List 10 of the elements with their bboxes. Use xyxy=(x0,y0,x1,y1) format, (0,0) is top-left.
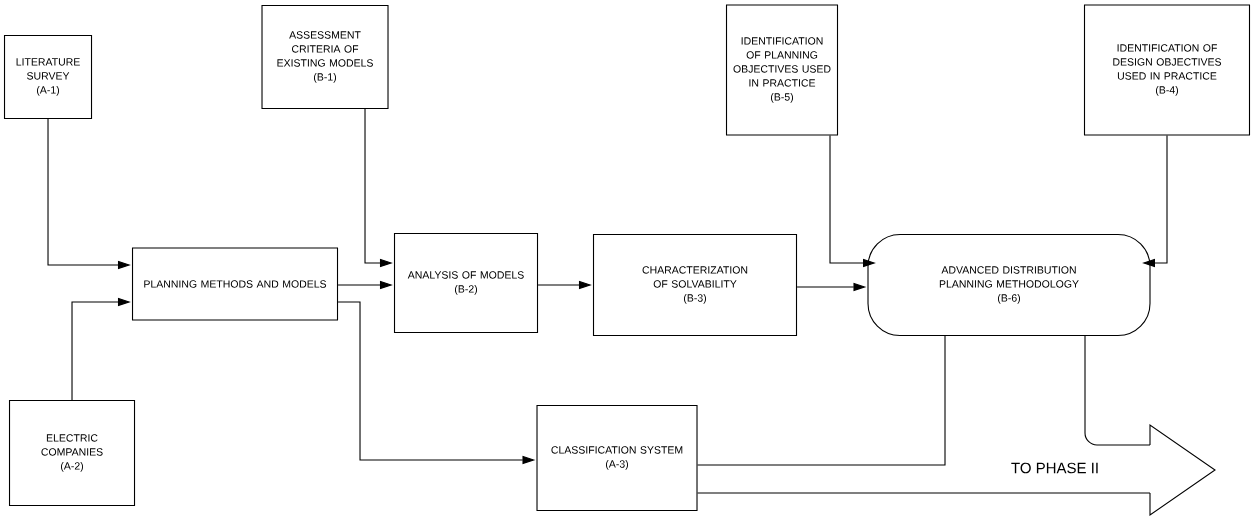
process-box: IDENTIFICATION OF DESIGN OBJECTIVES USED IN PRACTICE (B-4) xyxy=(1083,4,1251,136)
process-box: LITERATURE SURVEY (A-1) xyxy=(3,34,93,120)
process-box: CLASSIFICATION SYSTEM (A-3) xyxy=(536,404,698,512)
process-box: IDENTIFICATION OF PLANNING OBJECTIVES USED IN PRACTICE (B-5) xyxy=(725,4,839,136)
process-box: ELECTRIC COMPANIES (A-2) xyxy=(8,399,136,507)
process-box: CHARACTERIZATION OF SOLVABILITY (B-3) xyxy=(592,233,798,337)
process-box: ANALYSIS OF MODELS (B-2) xyxy=(393,232,539,334)
process-box: PLANNING METHODS AND MODELS xyxy=(131,247,339,321)
rounded-process-box: ADVANCED DISTRIBUTION PLANNING METHODOLOGY (B-6) xyxy=(867,233,1151,337)
process-box: ASSESSMENT CRITERIA OF EXISTING MODELS (B-1) xyxy=(261,4,389,110)
